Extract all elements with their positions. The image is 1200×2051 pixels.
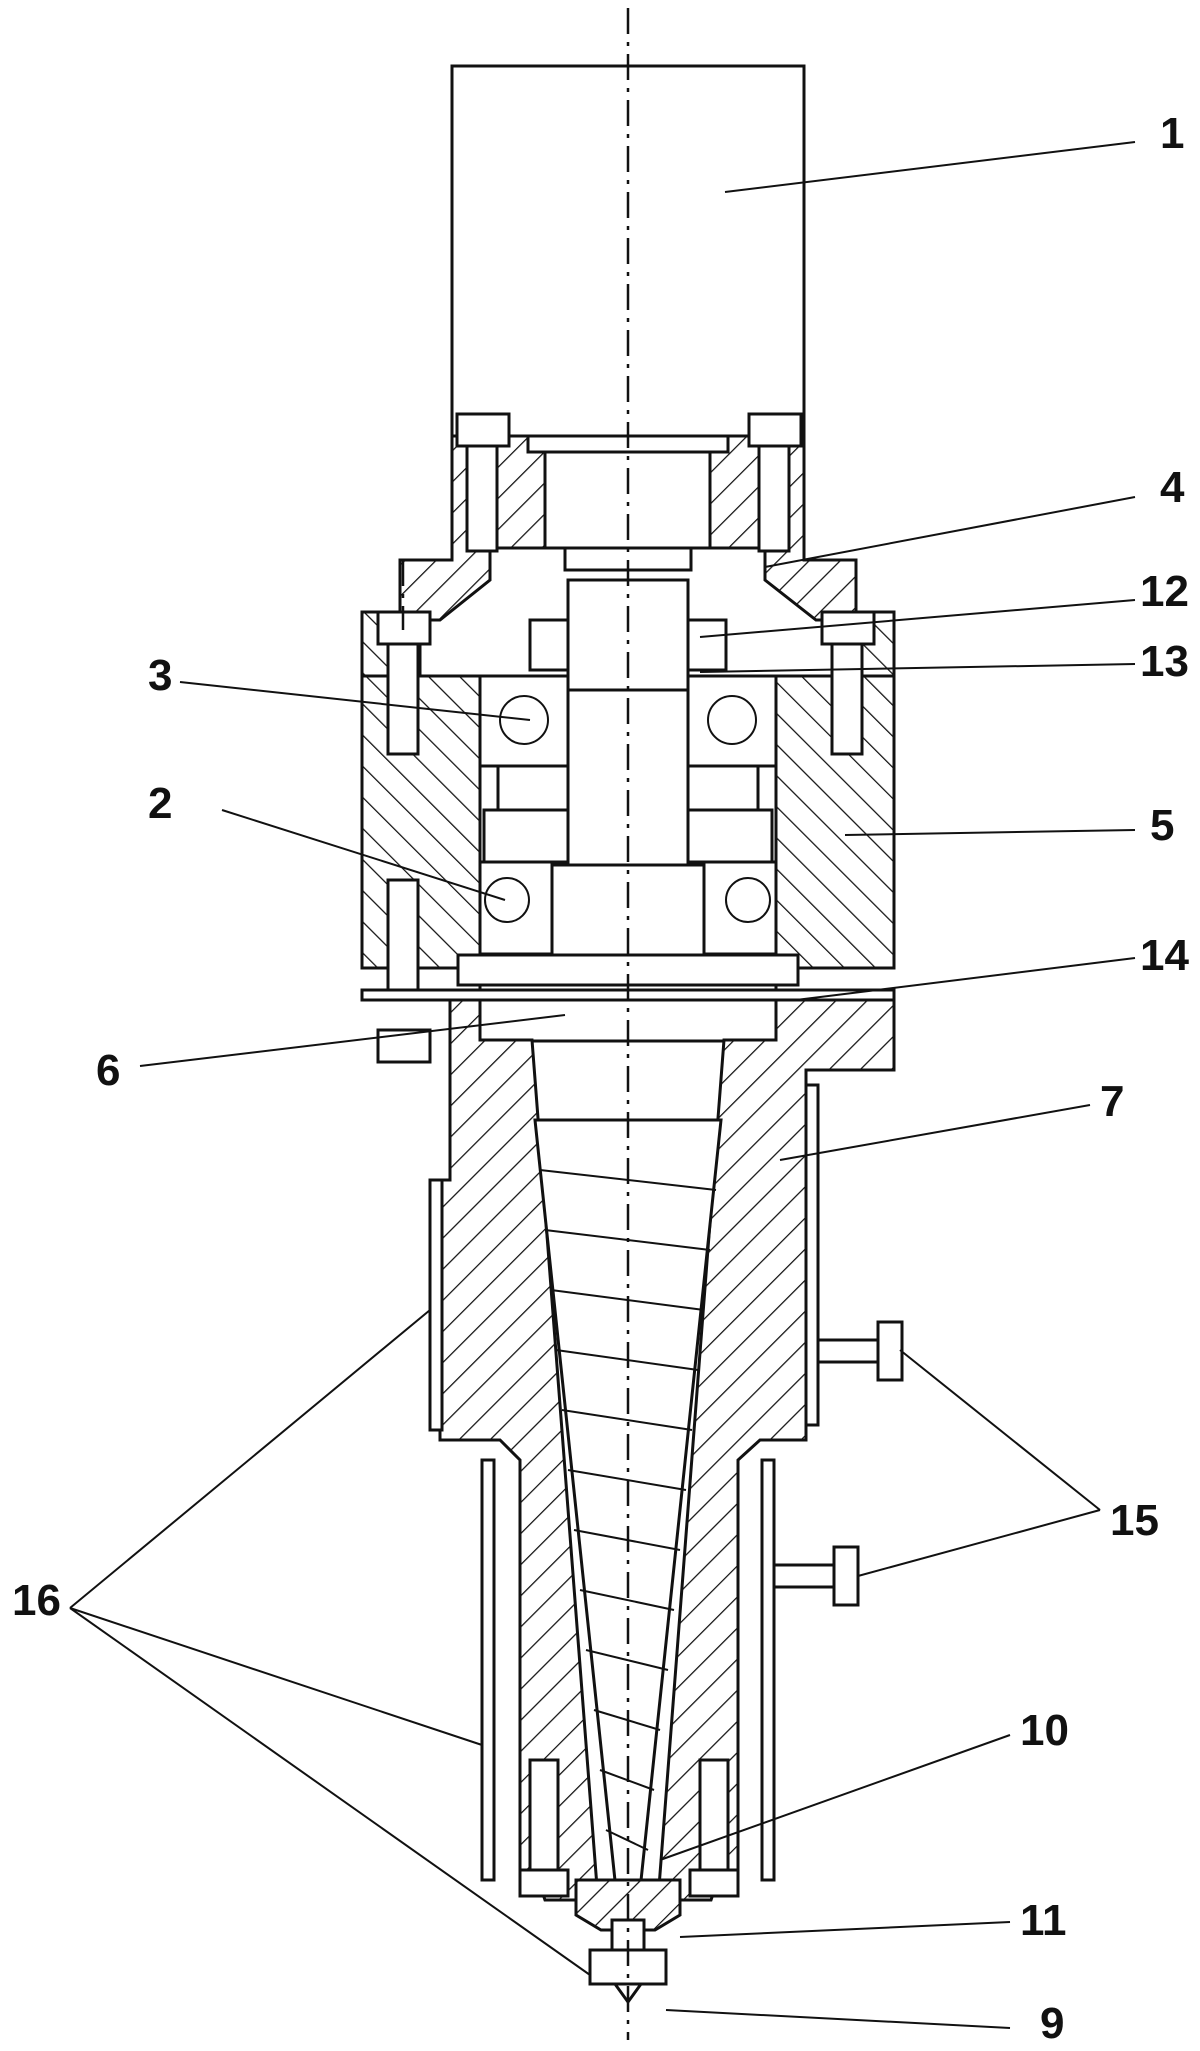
- label-2: 2: [148, 779, 172, 828]
- label-11: 11: [1020, 1896, 1067, 1945]
- label-4: 4: [1160, 463, 1185, 512]
- lower-bearings: [478, 860, 778, 956]
- thermocouples: [772, 1320, 904, 1607]
- label-9: 9: [1040, 1999, 1064, 2048]
- coupling-gears: [528, 618, 728, 672]
- label-3: 3: [148, 651, 172, 700]
- spacers: [482, 764, 774, 864]
- label-14: 14: [1140, 931, 1189, 980]
- label-10: 10: [1020, 1706, 1069, 1755]
- upper-bearings: [478, 674, 778, 768]
- heater-bands: [428, 1083, 820, 1882]
- label-1: 1: [1160, 109, 1184, 158]
- label-5: 5: [1150, 801, 1174, 850]
- upper-bolts: [455, 412, 803, 553]
- label-12: 12: [1140, 567, 1189, 616]
- label-7: 7: [1100, 1077, 1124, 1126]
- label-15: 15: [1110, 1496, 1159, 1545]
- part-labels: 1 4 12 13 3 2 5 14 6 7 15 16 10 11 9: [12, 109, 1189, 2048]
- leader-lines: [69, 141, 1136, 2029]
- label-16: 16: [12, 1576, 61, 1625]
- housing-bolts: [376, 610, 876, 1064]
- label-13: 13: [1140, 637, 1189, 686]
- nozzle-assembly: [518, 1758, 740, 2005]
- label-6: 6: [96, 1046, 120, 1095]
